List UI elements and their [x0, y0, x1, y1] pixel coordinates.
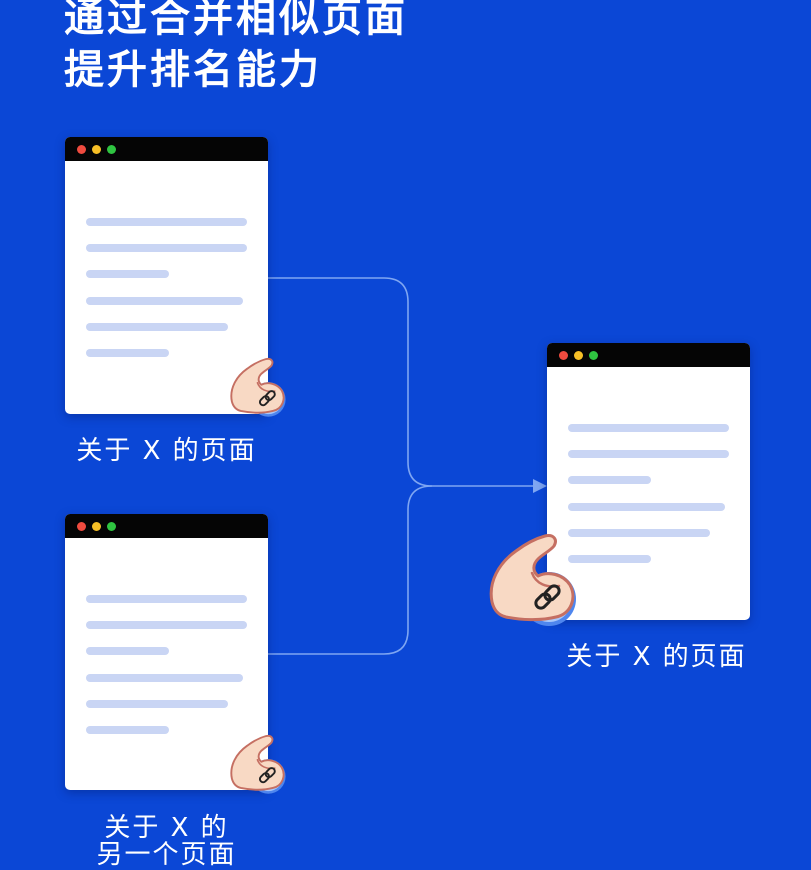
text-line [86, 323, 228, 331]
text-line [568, 450, 729, 458]
merged-page-window [547, 343, 750, 620]
connector-arrowhead-icon [533, 479, 547, 493]
text-line [568, 476, 651, 484]
close-dot-icon [559, 351, 568, 360]
page-b-titlebar [65, 514, 268, 538]
flexed-arm-link-icon [230, 734, 286, 794]
maximize-dot-icon [589, 351, 598, 360]
text-line [86, 349, 169, 357]
text-line [86, 270, 169, 278]
maximize-dot-icon [107, 522, 116, 531]
connector-from-page-b [268, 485, 433, 655]
page-title: 通过合并相似页面 提升排名能力 [64, 0, 408, 96]
page-b-caption: 关于 X 的 另一个页面 [40, 815, 293, 869]
text-line [568, 424, 729, 432]
close-dot-icon [77, 522, 86, 531]
text-line [568, 555, 651, 563]
page-title-line-1: 通过合并相似页面 [64, 0, 408, 41]
minimize-dot-icon [574, 351, 583, 360]
minimize-dot-icon [92, 522, 101, 531]
text-line [86, 297, 243, 305]
text-line [568, 503, 725, 511]
connector-from-page-a [268, 277, 536, 487]
close-dot-icon [77, 145, 86, 154]
page-b-caption-line-2: 另一个页面 [96, 840, 237, 870]
text-line [568, 529, 710, 537]
text-line [86, 595, 247, 603]
minimize-dot-icon [92, 145, 101, 154]
text-line [86, 700, 228, 708]
maximize-dot-icon [107, 145, 116, 154]
text-line [86, 244, 247, 252]
page-b-caption-line-1: 关于 X 的 [104, 813, 229, 843]
page-a-caption: 关于 X 的页面 [76, 436, 257, 466]
merged-page-titlebar [547, 343, 750, 367]
text-line [86, 726, 169, 734]
page-title-line-2: 提升排名能力 [64, 47, 322, 93]
page-a-window [65, 137, 268, 414]
text-line [86, 674, 243, 682]
text-line [86, 621, 247, 629]
text-line [86, 218, 247, 226]
flexed-arm-link-icon [489, 534, 576, 626]
text-line [86, 647, 169, 655]
merged-page-caption: 关于 X 的页面 [566, 642, 747, 672]
page-a-titlebar [65, 137, 268, 161]
flexed-arm-link-icon [230, 357, 286, 417]
page-b-window [65, 514, 268, 790]
